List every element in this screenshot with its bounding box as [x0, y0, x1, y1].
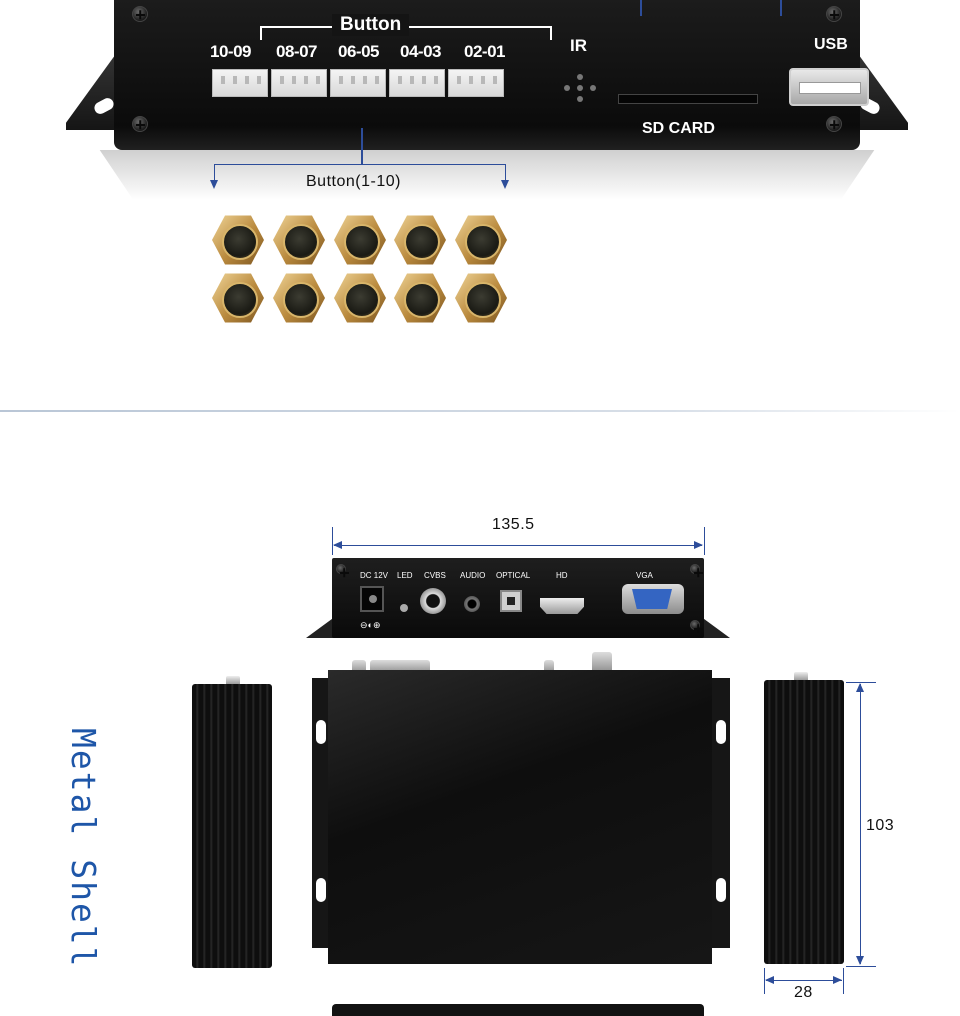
front-port-label: HD: [556, 571, 568, 580]
next-device-peek: [332, 1004, 704, 1016]
push-button-icon: [212, 215, 264, 265]
front-port-label: DC 12V: [360, 571, 389, 580]
port-label: 02-01: [464, 42, 505, 61]
polarity-icon: ⊖◐⊕: [360, 620, 381, 630]
mounting-ear-right: [700, 616, 730, 638]
push-button-icon: [273, 215, 325, 265]
callout-line: [214, 164, 506, 165]
dimension-line: [843, 968, 844, 994]
push-button-icon: [455, 273, 507, 323]
ir-label: IR: [570, 36, 587, 55]
callout-stub: [640, 0, 642, 16]
rca-nub: [592, 652, 612, 674]
push-button-icon: [273, 273, 325, 323]
callout-line: [505, 164, 506, 182]
port-label: 06-05: [338, 42, 379, 61]
button-connector: [212, 69, 268, 97]
mount-slot: [316, 720, 326, 744]
device-reflection: [99, 150, 875, 200]
callout-line: [361, 128, 363, 165]
push-button-icon: [455, 215, 507, 265]
dc-jack-icon: [360, 586, 384, 612]
side-profile-right: [764, 680, 844, 964]
dimension-line: [334, 545, 702, 546]
depth-dimension-label: 28: [794, 984, 813, 1001]
vga-port-icon: [622, 584, 684, 614]
push-button-icon: [334, 215, 386, 265]
callout-stub: [780, 0, 782, 16]
screw-icon: [826, 6, 842, 22]
section-divider: [0, 410, 960, 412]
screw-icon: [826, 116, 842, 132]
optical-port-icon: [500, 590, 522, 612]
arrow-down-icon: [210, 180, 218, 189]
dimension-line: [846, 966, 876, 967]
front-port-label: CVBS: [424, 571, 446, 580]
port-label: 10-09: [210, 42, 251, 61]
screw-icon: [690, 620, 703, 630]
push-button-icon: [394, 273, 446, 323]
sd-card-slot: [618, 94, 758, 104]
ir-sensor-icon: [560, 74, 600, 104]
mount-slot: [716, 878, 726, 902]
button-connector: [389, 69, 445, 97]
front-panel-face: DC 12V LED CVBS AUDIO OPTICAL HD VGA ⊖◐⊕: [332, 558, 704, 638]
arrow-right-icon: [694, 541, 703, 549]
side-connector-cap: [794, 672, 808, 682]
audio-jack-icon: [464, 596, 480, 612]
button-connector: [330, 69, 386, 97]
width-dimension-label: 135.5: [492, 516, 535, 533]
dimension-line: [704, 527, 705, 555]
push-button-icon: [212, 273, 264, 323]
hdmi-port-icon: [540, 598, 584, 614]
button-connector: [448, 69, 504, 97]
panel-face: Button 10-09 08-07 06-05 04-03 02-01 IR …: [114, 0, 869, 150]
arrow-left-icon: [333, 541, 342, 549]
front-port-label: VGA: [636, 571, 653, 580]
push-button-icon: [394, 215, 446, 265]
usb-port-icon: [789, 68, 869, 106]
arrow-up-icon: [856, 683, 864, 692]
arrow-down-icon: [856, 956, 864, 965]
device-top-view: [312, 652, 730, 964]
front-port-label: LED: [397, 571, 413, 580]
mount-slot: [716, 720, 726, 744]
button-connector: [271, 69, 327, 97]
dimension-line: [332, 527, 333, 555]
dimension-line: [860, 684, 861, 964]
button-group-title: Button: [332, 14, 410, 36]
device-button-panel: Button 10-09 08-07 06-05 04-03 02-01 IR …: [66, 0, 908, 150]
port-label: 04-03: [400, 42, 441, 61]
screw-icon: [132, 116, 148, 132]
led-icon: [400, 604, 408, 612]
metal-shell-title: Metal Shell: [64, 728, 103, 969]
dimension-line: [846, 682, 876, 683]
sd-card-label: SD CARD: [642, 120, 715, 137]
callout-line: [214, 164, 215, 182]
port-nub: [544, 660, 554, 674]
port-label: 08-07: [276, 42, 317, 61]
device-front-panel: DC 12V LED CVBS AUDIO OPTICAL HD VGA ⊖◐⊕: [306, 558, 730, 640]
dimension-line: [764, 968, 765, 994]
front-port-label: OPTICAL: [496, 571, 531, 580]
dimension-line: [766, 980, 842, 981]
mount-slot: [316, 878, 326, 902]
button-callout-label: Button(1-10): [306, 173, 401, 190]
arrow-right-icon: [833, 976, 842, 984]
arrow-down-icon: [501, 180, 509, 189]
cvbs-jack-icon: [420, 588, 446, 614]
height-dimension-label: 103: [866, 817, 895, 834]
usb-label: USB: [814, 36, 848, 53]
screw-icon: [336, 564, 349, 574]
arrow-left-icon: [765, 976, 774, 984]
push-button-icon: [334, 273, 386, 323]
screw-icon: [690, 564, 703, 574]
front-port-label: AUDIO: [460, 571, 486, 580]
side-profile-left: [192, 684, 272, 968]
screw-icon: [132, 6, 148, 22]
side-connector-cap: [226, 676, 240, 686]
metal-cover: [328, 670, 712, 964]
